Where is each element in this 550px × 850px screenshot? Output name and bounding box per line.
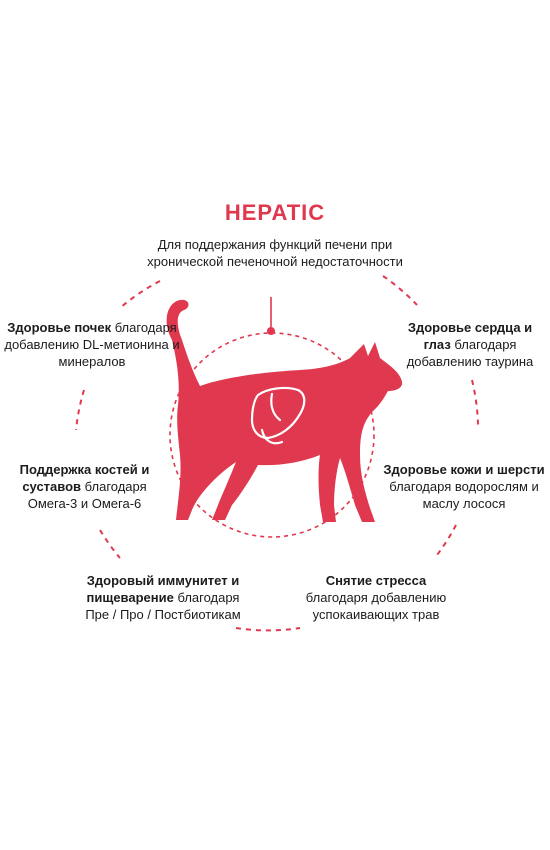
benefit-skin-text: благодаря водорослям и маслу лосося: [389, 479, 539, 511]
inner-ring: [169, 332, 375, 538]
benefit-immunity-title: Здоровый иммунитет и пищеварение: [86, 573, 240, 605]
benefit-bones-text: благодаря Омега-3 и Омега-6: [27, 479, 147, 511]
page-title: HEPATIC: [224, 200, 326, 225]
benefit-heart-title: Здоровье сердца и глаз: [407, 320, 533, 352]
benefit-stress-text: благодаря добавлению успокаивающих трав: [305, 590, 447, 622]
benefit-stress-title: Снятие стресса: [325, 573, 427, 588]
page-subtitle: Для поддержания функций печени при хрони…: [147, 237, 403, 269]
benefit-bones: Поддержка костей и суставов благодаря Ом…: [2, 461, 167, 512]
benefit-immunity: Здоровый иммунитет и пищеварение благода…: [73, 572, 253, 623]
cat-silhouette-icon: [166, 299, 403, 522]
liver-icon: [250, 386, 306, 445]
benefit-kidney: Здоровье почек благодаря добавлению DL-м…: [2, 319, 182, 370]
benefit-immunity-text: благодаря Пре / Про / Постбиотикам: [85, 590, 241, 622]
benefit-kidney-text: благодаря добавлению DL-метионина и мине…: [4, 320, 180, 369]
benefit-heart: Здоровье сердца и глаз благодаря добавле…: [395, 319, 545, 370]
benefit-kidney-title: Здоровье почек: [7, 320, 112, 335]
benefit-skin-title: Здоровье кожи и шерсти: [383, 462, 545, 477]
benefit-stress: Снятие стресса благодаря добавлению успо…: [296, 572, 456, 623]
outer-ring: [75, 275, 479, 632]
benefit-skin: Здоровье кожи и шерсти благодаря водорос…: [378, 461, 550, 512]
benefit-heart-text: благодаря добавлению таурина: [406, 337, 534, 369]
connector-dot: [267, 327, 275, 335]
benefit-bones-title: Поддержка костей и суставов: [19, 462, 150, 494]
